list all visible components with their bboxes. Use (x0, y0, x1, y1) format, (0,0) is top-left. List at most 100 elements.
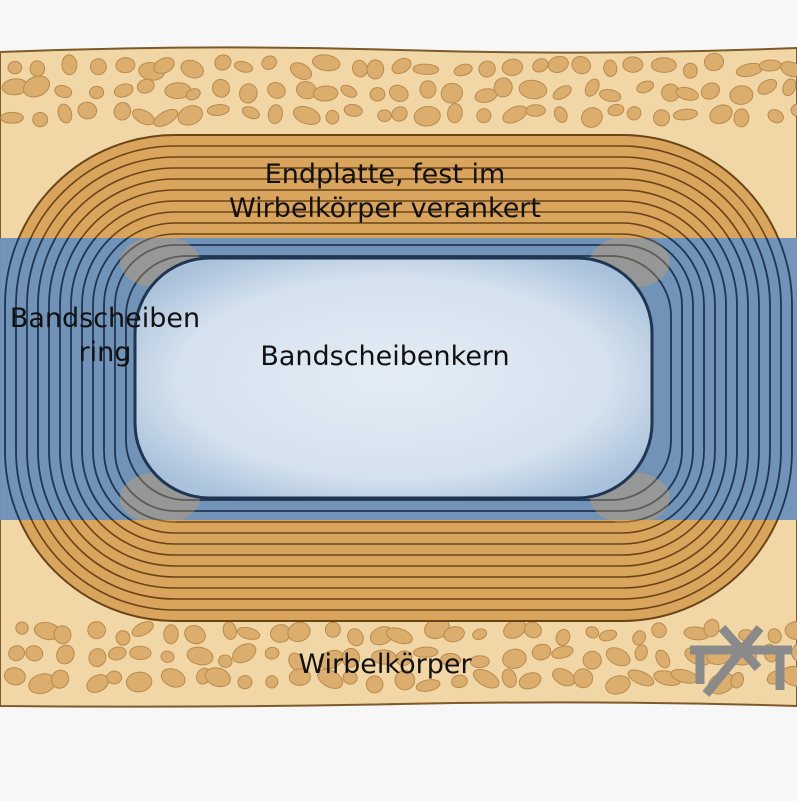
bone-pore (239, 83, 258, 104)
bone-pore (412, 63, 440, 75)
bone-pore (125, 671, 153, 693)
bone-pore (292, 105, 321, 126)
bone-pore (89, 85, 105, 100)
watermark-logo-icon (690, 624, 792, 697)
bone-pore (412, 646, 439, 658)
bone-pore (237, 675, 253, 690)
bone-pore (598, 629, 618, 642)
bone-pore (501, 668, 517, 688)
bone-pore (502, 648, 527, 669)
bone-pore (25, 645, 44, 662)
bone-pore (312, 54, 341, 72)
bone-pore (675, 86, 699, 101)
bone-pore (131, 621, 154, 637)
annulus-lamella (81, 238, 716, 520)
bone-pore (650, 57, 677, 73)
bone-pore (160, 668, 186, 688)
bone-pore (552, 85, 572, 100)
bone-pore (440, 82, 464, 104)
bone-pore (115, 57, 136, 74)
bone-pore (153, 108, 179, 127)
bone-pore (386, 627, 413, 645)
bone-pore (61, 54, 78, 76)
bone-pore (581, 107, 603, 128)
bone-pore (369, 87, 386, 102)
bone-pore (388, 84, 409, 103)
bone-pore (573, 668, 594, 689)
bone-pore (160, 650, 175, 663)
bone-pore (264, 646, 280, 660)
bone-pore (472, 628, 488, 641)
bone-pore (53, 625, 72, 645)
bone-pore (312, 85, 339, 102)
bone-pore (267, 104, 283, 125)
bone-pore (767, 628, 782, 644)
bone-pore (518, 79, 548, 100)
bone-pore (57, 103, 73, 124)
bone-pore (523, 621, 542, 639)
bone-pore (395, 650, 413, 666)
bone-pore (551, 645, 574, 659)
bone-pore (443, 626, 465, 643)
bone-pore (22, 75, 51, 98)
bone-pore (340, 84, 358, 98)
bone-pore (790, 103, 797, 117)
bone-pore (185, 88, 201, 101)
bone-pore (287, 621, 311, 643)
annulus-lamella (15, 238, 782, 520)
bone-pore (218, 654, 233, 668)
bone-pore (352, 59, 368, 78)
bone-pore (341, 648, 361, 668)
bone-pore (585, 626, 600, 639)
bone-pore (32, 111, 49, 128)
bone-pore (115, 630, 131, 646)
bone-pore (29, 60, 46, 77)
bone-pore (391, 57, 412, 75)
bone-pore (288, 668, 311, 686)
bone-pore (267, 81, 286, 99)
bone-pore (553, 106, 568, 123)
bone-pore (419, 80, 437, 99)
bone-pore (782, 78, 797, 97)
bone-pore (113, 102, 132, 121)
bone-pore (493, 77, 513, 98)
bone-pore (478, 60, 496, 78)
bone-pore (0, 111, 24, 124)
bone-pore (129, 645, 152, 661)
bone-pore (730, 671, 745, 689)
annulus-lamella (26, 238, 771, 520)
annulus-lamella (37, 238, 760, 520)
bone-pore (682, 62, 698, 79)
bone-pore (377, 109, 392, 123)
bone-pore (636, 80, 655, 94)
bone-pore (447, 103, 463, 124)
nucleus (133, 256, 654, 500)
bone-pore (413, 106, 441, 127)
bone-pore (347, 628, 364, 647)
bone-pore (571, 55, 591, 75)
annulus-lamella (4, 238, 793, 520)
bone-pore (652, 109, 671, 127)
bone-pore (136, 78, 155, 94)
annulus-lamella (125, 255, 672, 501)
bone-pore (525, 104, 546, 117)
bone-pore (3, 667, 26, 686)
bone-pore (391, 106, 408, 122)
bone-pore (113, 83, 134, 98)
bone-pore (206, 104, 230, 116)
spongy-bone-pores (0, 52, 797, 695)
annulus-label: Bandscheiben ring (0, 302, 210, 370)
bone-pore (325, 109, 340, 125)
bone-pore (88, 648, 107, 668)
annulus-lamella (48, 238, 749, 520)
bone-pore (532, 58, 549, 73)
bone-pore (265, 675, 279, 689)
annulus-label-line2: ring (78, 337, 132, 368)
bone-pore (767, 109, 784, 124)
bone-pore (214, 54, 232, 71)
bone-pore (518, 672, 542, 690)
bone-pore (56, 644, 75, 665)
bone-pore (342, 670, 358, 685)
bone-pore (440, 652, 462, 667)
